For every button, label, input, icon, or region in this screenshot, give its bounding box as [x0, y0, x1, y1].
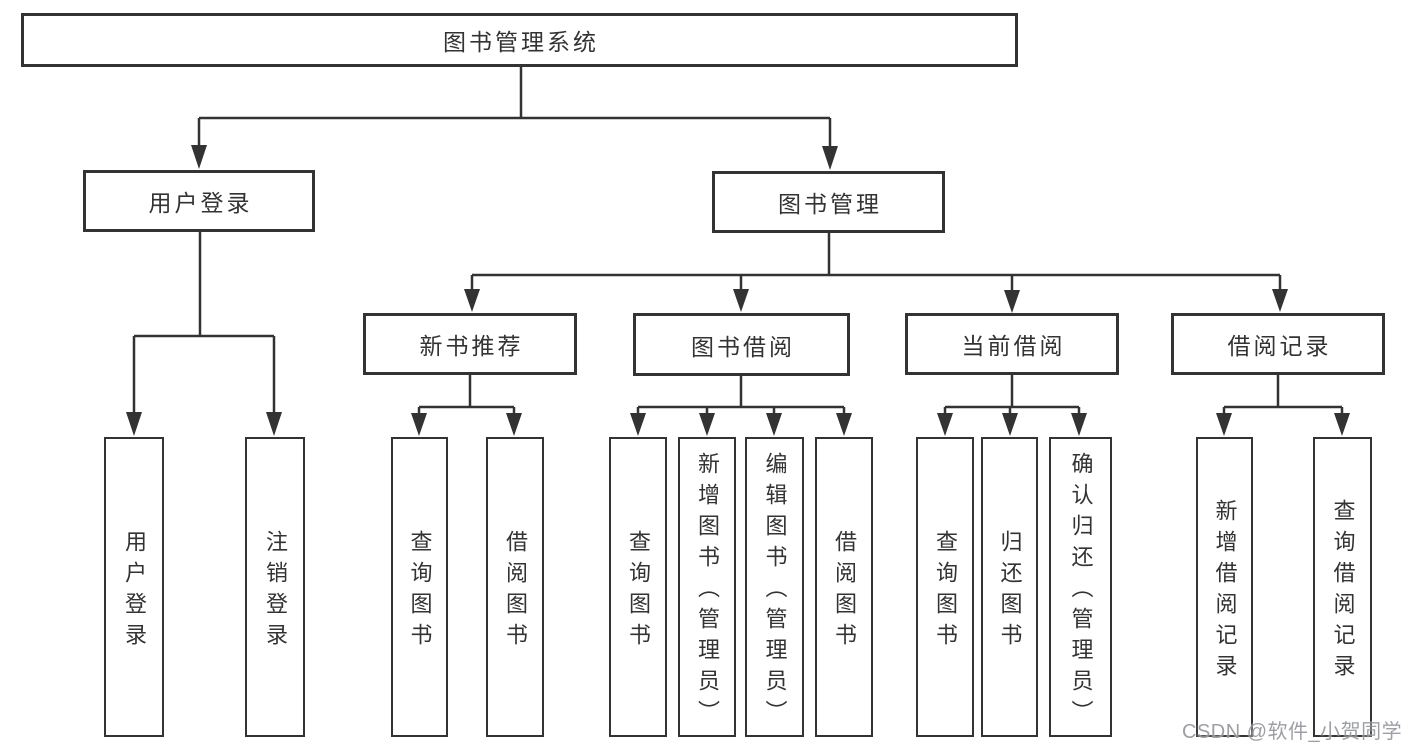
leaf-user-login: 用户登录 [104, 437, 164, 737]
leaf-return-book: 归还图书 [981, 437, 1038, 737]
leaf-label: 新增借阅记录 [1212, 498, 1238, 685]
leaf-label: 归还图书 [997, 529, 1023, 654]
node-user-login: 用户登录 [83, 170, 315, 232]
leaf-query-book-current: 查询图书 [916, 437, 974, 737]
leaf-label: 确认归还（管理员） [1068, 452, 1094, 731]
leaf-label: 用户登录 [122, 529, 147, 654]
leaf-label: 查询图书 [407, 529, 433, 654]
leaf-label: 借阅图书 [832, 529, 857, 654]
node-borrow-record: 借阅记录 [1171, 313, 1385, 375]
leaf-label: 查询图书 [933, 529, 958, 654]
csdn-watermark: CSDN @软件_小贺同学 [1182, 721, 1403, 743]
leaf-label: 注销登录 [263, 529, 288, 654]
leaf-borrow-book-recommend: 借阅图书 [486, 437, 544, 737]
leaf-label: 借阅图书 [503, 529, 528, 654]
leaf-label: 编辑图书（管理员） [762, 452, 788, 731]
node-book-management: 图书管理 [712, 171, 945, 233]
leaf-label: 新增图书（管理员） [695, 452, 720, 731]
leaf-label: 查询图书 [626, 529, 651, 654]
leaf-query-book-recommend: 查询图书 [391, 437, 448, 737]
leaf-borrow-book: 借阅图书 [815, 437, 873, 737]
leaf-confirm-return-admin: 确认归还（管理员） [1049, 437, 1112, 737]
arrowheads [126, 145, 1350, 436]
leaf-logout: 注销登录 [245, 437, 305, 737]
node-new-book-recommend: 新书推荐 [363, 313, 577, 375]
leaf-query-borrow-record: 查询借阅记录 [1313, 437, 1372, 737]
node-root: 图书管理系统 [21, 13, 1018, 67]
leaf-label: 查询借阅记录 [1330, 498, 1356, 685]
node-book-borrow: 图书借阅 [633, 313, 850, 376]
leaf-edit-book-admin: 编辑图书（管理员） [745, 437, 804, 737]
leaf-add-book-admin: 新增图书（管理员） [678, 437, 736, 737]
node-current-borrow: 当前借阅 [905, 313, 1119, 375]
leaf-query-book-borrow: 查询图书 [609, 437, 667, 737]
leaf-add-borrow-record: 新增借阅记录 [1196, 437, 1253, 737]
